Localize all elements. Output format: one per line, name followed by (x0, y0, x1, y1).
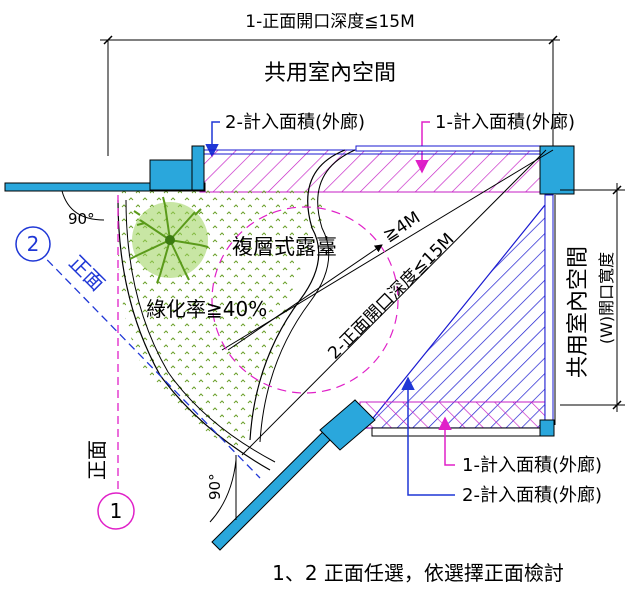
green-ratio-label: 綠化率≧40% (146, 297, 267, 321)
angle-bottom-label: 90° (206, 473, 224, 500)
left-slab (4, 182, 206, 192)
depth-1-title: 1-正面開口深度≦15M (245, 12, 415, 32)
bottom-right-column (539, 419, 555, 437)
front-corner-column (319, 399, 376, 451)
balcony-curve-inner (249, 149, 346, 441)
angle-arc-bottom (209, 459, 237, 523)
shared-space-top-label: 共用室內空間 (264, 61, 396, 86)
depth-2-line-b (241, 149, 547, 456)
footnote: 1、2 正面任選，依選擇正面檢討 (272, 561, 564, 585)
marker-1 (97, 492, 135, 530)
balcony-label: 複層式露臺 (232, 235, 337, 259)
marker-2 (15, 226, 51, 262)
shared-space-right-label: 共用室內空間 (566, 246, 591, 378)
angle-arc-top (61, 190, 105, 221)
radius-arrow (227, 244, 383, 351)
area-1-top-label: 1-計入面積(外廊) (435, 112, 575, 133)
top-left-wall (191, 145, 205, 191)
angle-top-label: 90° (68, 210, 95, 228)
frontage-2-label: 正面 (64, 250, 109, 295)
balcony-outer-edge-2 (125, 199, 276, 463)
top-right-column (539, 145, 575, 195)
balcony-curve-outer (259, 149, 356, 443)
min-4m-label: ≧4M (380, 208, 424, 246)
top-dimension: 1-正面開口深度≦15M (100, 12, 560, 156)
right-window (544, 194, 554, 424)
top-window (355, 145, 541, 152)
area-1-bottom-label: 1-計入面積(外廊) (462, 455, 602, 476)
opening-width-label: (W)開口寬度 (597, 252, 616, 344)
area-1-bottom-leader (438, 416, 455, 466)
bottom-wall (371, 427, 553, 437)
area-2-top-leader (205, 121, 220, 158)
bottom-corridor-hatch (359, 401, 547, 429)
right-dimension (560, 183, 625, 412)
marker-2-label: 2 (27, 232, 40, 256)
area-2-bottom-leader (401, 376, 455, 496)
area-2-bottom-label: 2-計入面積(外廊) (462, 485, 602, 506)
tree-icon (129, 196, 209, 284)
frontage-2-line (19, 231, 261, 479)
frontage-1-label: 正面 (85, 440, 109, 480)
area-2-top-label: 2-計入面積(外廊) (225, 112, 365, 133)
marker-1-label: 1 (110, 499, 123, 523)
min-4m-circle (211, 206, 399, 394)
